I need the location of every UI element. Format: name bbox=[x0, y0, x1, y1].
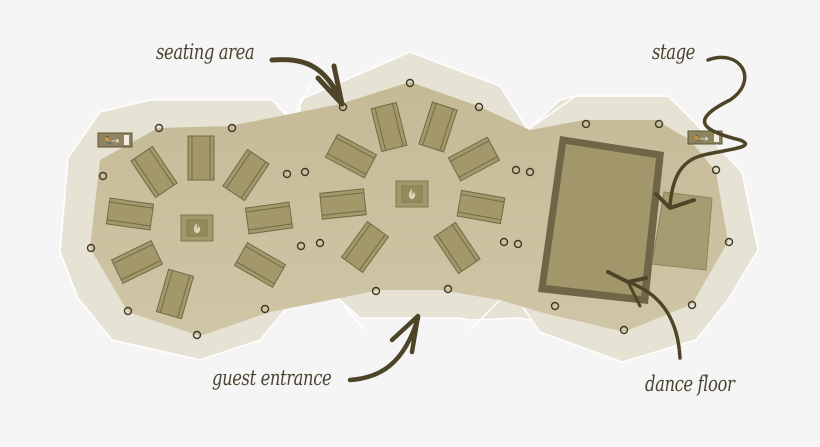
svg-text:🏃: 🏃 bbox=[692, 134, 702, 144]
stage-platform bbox=[651, 191, 713, 271]
fire-pit-icon bbox=[180, 214, 214, 242]
arrow-dance-floor bbox=[606, 270, 682, 360]
arrow-seating-area bbox=[269, 57, 345, 107]
svg-text:→: → bbox=[700, 134, 708, 145]
fire-pit-icon bbox=[395, 180, 429, 208]
arrow-stage bbox=[654, 55, 748, 210]
exit-sign-right: 🏃 → bbox=[687, 130, 723, 145]
label-dance-floor: dance floor bbox=[645, 372, 735, 396]
label-seating-area: seating area bbox=[156, 40, 255, 64]
dance-floor bbox=[538, 136, 664, 304]
arrow-guest-entrance bbox=[347, 313, 421, 383]
label-stage: stage bbox=[652, 40, 695, 64]
svg-text:→: → bbox=[111, 136, 119, 147]
svg-text:🏃: 🏃 bbox=[102, 135, 113, 147]
exit-sign-left: 🏃 → bbox=[97, 132, 133, 148]
label-guest-entrance: guest entrance bbox=[212, 366, 332, 390]
